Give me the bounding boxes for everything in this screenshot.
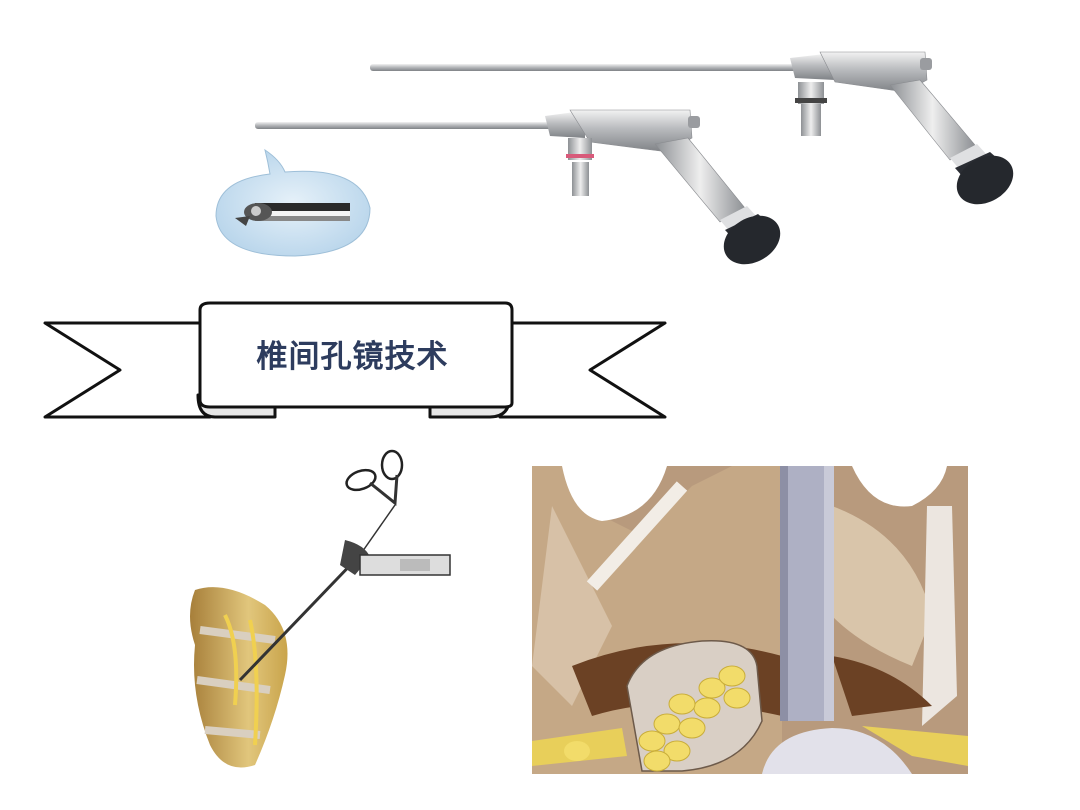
- intervertebral-foramen-cross-section: [532, 466, 968, 774]
- title-banner: [40, 295, 670, 430]
- endoscope-short-icon: [250, 100, 790, 270]
- endoscope-long-icon: [365, 40, 1025, 215]
- banner-title: 椎间孔镜技术: [256, 338, 449, 375]
- spine-with-forceps-illustration: [165, 445, 455, 780]
- endoscope-tip-callout: [210, 148, 380, 263]
